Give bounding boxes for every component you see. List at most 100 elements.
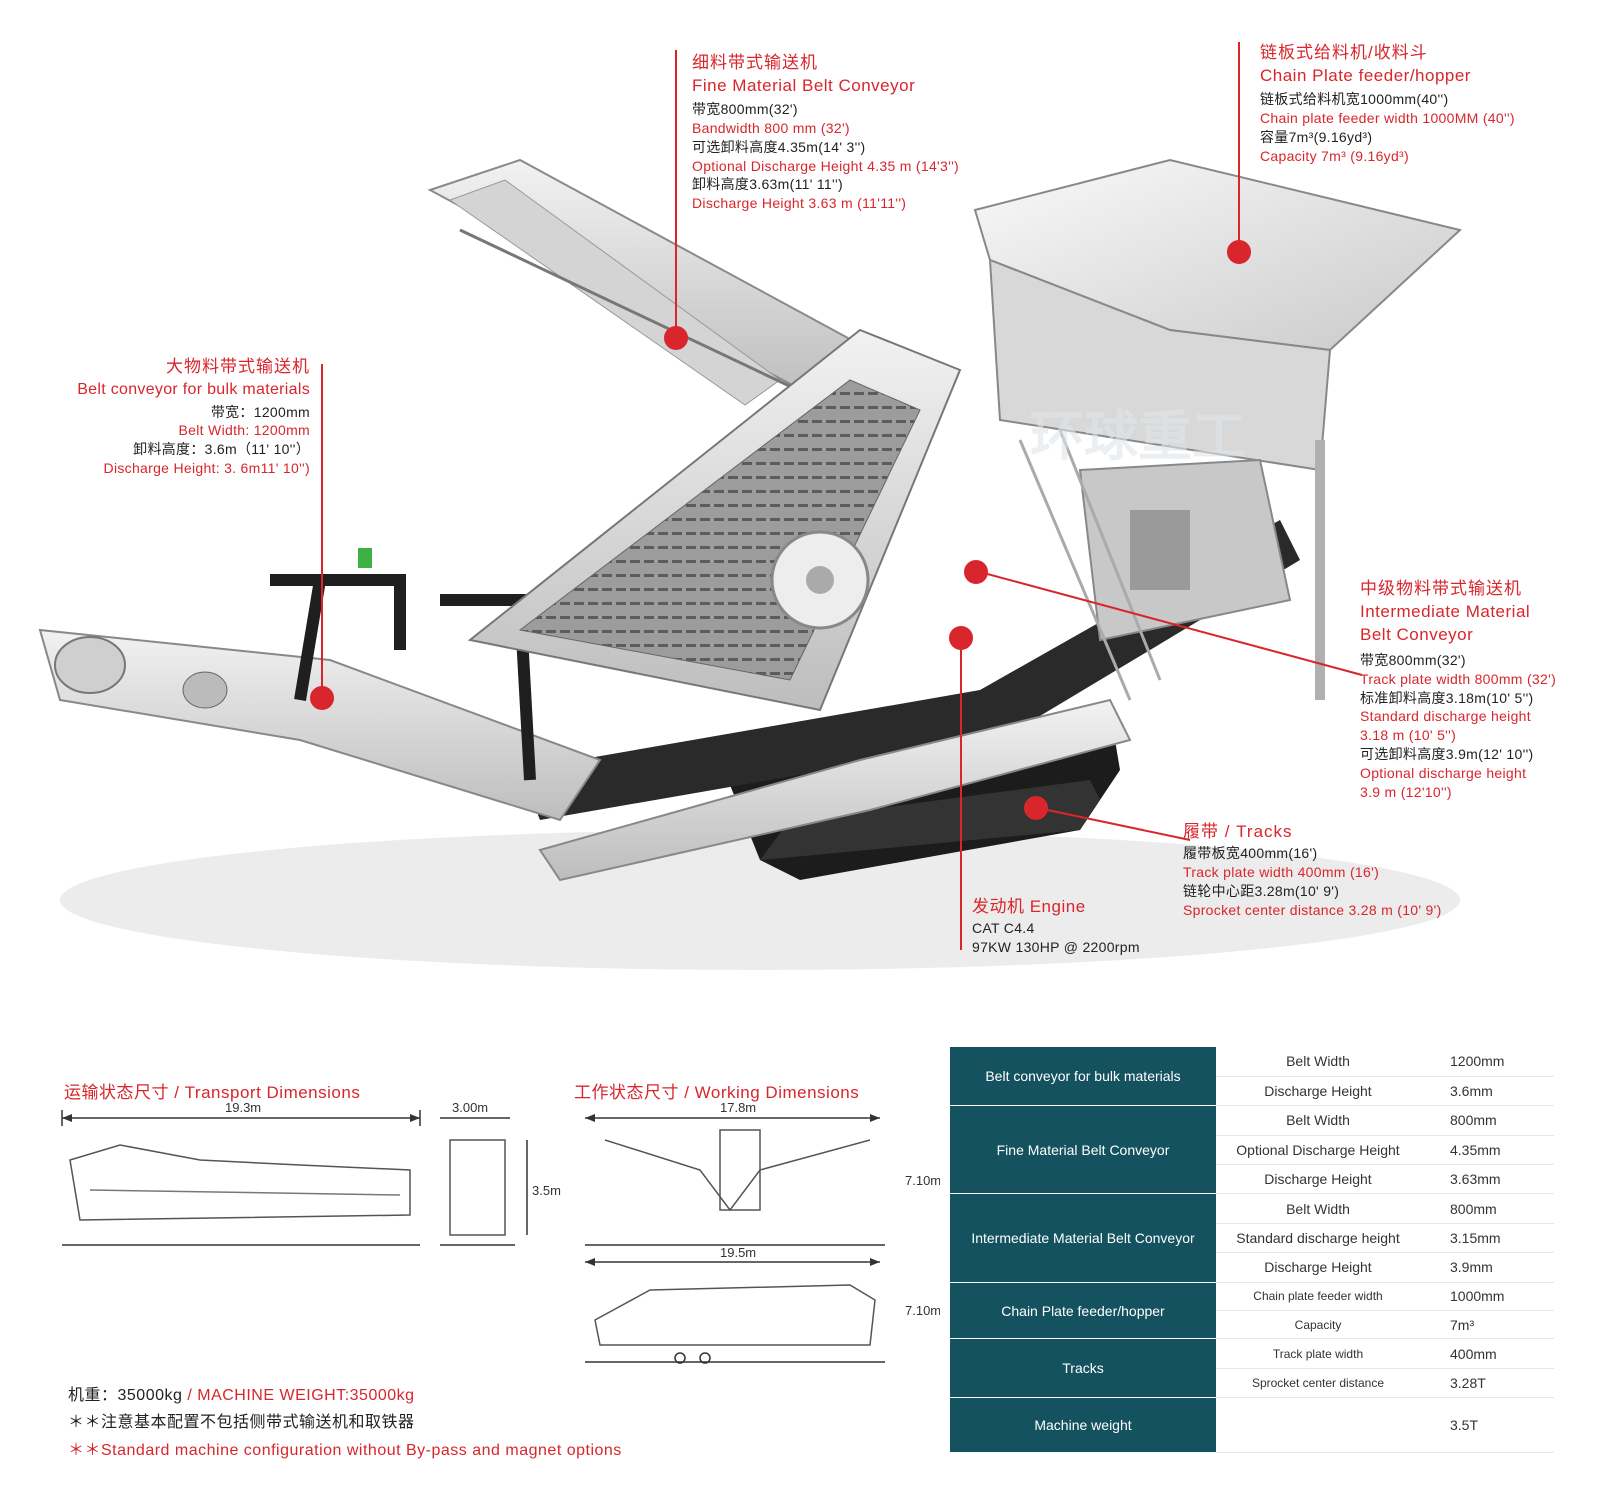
transport-length-label: 19.3m bbox=[225, 1100, 261, 1115]
transport-width-label: 3.00m bbox=[452, 1100, 488, 1115]
callout-engine: 发动机 Engine CAT C4.4 97KW 130HP @ 2200rpm bbox=[972, 896, 1140, 957]
callout-intermediate-conveyor: 中级物料带式输送机 Intermediate Material Belt Con… bbox=[1360, 578, 1556, 802]
spec-line: 可选卸料高度4.35m(14' 3'') bbox=[692, 138, 866, 155]
transport-dimensions-title: 运输状态尺寸 / Transport Dimensions bbox=[64, 1083, 361, 1102]
spec-line: 3.9 m (12'10'') bbox=[1360, 784, 1452, 801]
callout-bulk-conveyor: 大物料带式输送机 Belt conveyor for bulk material… bbox=[30, 356, 310, 478]
spec-line: Chain plate feeder width 1000MM (40'') bbox=[1260, 109, 1515, 126]
table-row: Tracks Track plate width 400mm bbox=[950, 1338, 1554, 1399]
table-row: Intermediate Material Belt Conveyor Belt… bbox=[950, 1193, 1554, 1283]
table-row: Chain Plate feeder/hopper Chain plate fe… bbox=[950, 1282, 1554, 1340]
config-note-cn: ＊＊注意基本配置不包括侧带式输送机和取铁器 bbox=[68, 1414, 415, 1431]
transport-height-label: 3.5m bbox=[532, 1183, 561, 1198]
callout-inter-cn: 中级物料带式输送机 bbox=[1360, 579, 1522, 598]
table-row: Discharge Height 3.6mm bbox=[950, 1076, 1554, 1107]
weight-en: / MACHINE WEIGHT:35000kg bbox=[187, 1387, 415, 1404]
table-value: 400mm bbox=[1420, 1338, 1554, 1369]
callout-leaders bbox=[310, 42, 1363, 950]
intermediate-conveyor bbox=[538, 698, 1132, 882]
spec-line: 履带板宽400mm(16') bbox=[1183, 844, 1318, 861]
table-value: 800mm bbox=[1420, 1105, 1554, 1136]
table-row: Optional Discharge Height 4.35mm bbox=[950, 1135, 1554, 1166]
spec-line: Capacity 7m³ (9.16yd³) bbox=[1260, 147, 1409, 164]
table-group-intermediate: Intermediate Material Belt Conveyor bbox=[950, 1193, 1216, 1283]
access-stairs bbox=[1018, 429, 1162, 701]
weight-cn: 机重：35000kg bbox=[68, 1387, 183, 1404]
chassis-frame bbox=[520, 520, 1300, 820]
spec-line: 标准卸料高度3.18m(10' 5'') bbox=[1360, 689, 1534, 706]
table-row: Machine weight 3.5T bbox=[950, 1397, 1554, 1453]
spec-line: 带宽800mm(32') bbox=[692, 100, 798, 117]
spec-line: Standard discharge height bbox=[1360, 708, 1531, 725]
callout-fine-cn: 细料带式输送机 bbox=[692, 53, 818, 72]
table-value: 3.9mm bbox=[1420, 1252, 1554, 1283]
working-length-label: 19.5m bbox=[720, 1245, 756, 1260]
ground-shadow bbox=[60, 830, 1460, 970]
hopper bbox=[973, 158, 1463, 700]
table-row: Sprocket center distance 3.28T bbox=[950, 1368, 1554, 1399]
table-param: Capacity bbox=[1216, 1310, 1420, 1340]
machine-illustration: 环球重工 bbox=[38, 42, 1463, 970]
table-group-fine: Fine Material Belt Conveyor bbox=[950, 1105, 1216, 1195]
table-group-weight: Machine weight bbox=[950, 1397, 1216, 1453]
working-span-label: 17.8m bbox=[720, 1100, 756, 1115]
spec-line: 带宽：1200mm bbox=[210, 403, 310, 420]
table-value: 3.63mm bbox=[1420, 1164, 1554, 1195]
table-group-bulk: Belt conveyor for bulk materials bbox=[950, 1047, 1216, 1107]
table-param: Belt Width bbox=[1216, 1105, 1420, 1136]
spec-line: 容量7m³(9.16yd³) bbox=[1260, 128, 1373, 145]
table-group-tracks: Tracks bbox=[950, 1338, 1216, 1399]
table-param: Standard discharge height bbox=[1216, 1223, 1420, 1254]
callout-chain-feeder: 链板式给料机/收料斗 Chain Plate feeder/hopper 链板式… bbox=[1260, 42, 1515, 165]
callout-inter-en2: Belt Conveyor bbox=[1360, 624, 1474, 644]
bulk-conveyor bbox=[38, 628, 602, 822]
table-param: Discharge Height bbox=[1216, 1252, 1420, 1283]
table-value: 3.5T bbox=[1420, 1397, 1554, 1453]
table-value: 3.28T bbox=[1420, 1368, 1554, 1399]
dimension-drawings: 19.3m 3.00m 3.5m 17.8m 7.10m 19.5m 7.10m bbox=[61, 1100, 940, 1364]
table-row: Fine Material Belt Conveyor Belt Width 8… bbox=[950, 1105, 1554, 1195]
callout-bulk-cn: 大物料带式输送机 bbox=[166, 357, 310, 376]
table-param: Sprocket center distance bbox=[1216, 1368, 1420, 1399]
table-row: Discharge Height 3.63mm bbox=[950, 1164, 1554, 1195]
callout-engine-title: 发动机 Engine bbox=[972, 897, 1086, 916]
spec-line: CAT C4.4 bbox=[972, 919, 1035, 936]
machine-weight-note: 机重：35000kg / MACHINE WEIGHT:35000kg bbox=[68, 1381, 415, 1405]
table-param: Belt Width bbox=[1216, 1193, 1420, 1224]
table-param bbox=[1216, 1397, 1420, 1453]
spec-line: Track plate width 800mm (32') bbox=[1360, 670, 1557, 687]
table-param: Belt Width bbox=[1216, 1047, 1420, 1077]
spec-line: 可选卸料高度3.9m(12' 10'') bbox=[1360, 746, 1534, 763]
table-row: Capacity 7m³ bbox=[950, 1310, 1554, 1340]
table-param: Discharge Height bbox=[1216, 1164, 1420, 1195]
engine-housing bbox=[1078, 458, 1292, 642]
callout-chain-en: Chain Plate feeder/hopper bbox=[1260, 65, 1471, 85]
watermark: 环球重工 bbox=[1030, 405, 1246, 468]
spec-line: Optional Discharge Height 4.35 m (14'3''… bbox=[692, 157, 959, 174]
table-param: Chain plate feeder width bbox=[1216, 1282, 1420, 1312]
working-height-label-2: 7.10m bbox=[905, 1303, 940, 1318]
beacon-light bbox=[358, 548, 372, 568]
spec-line: Belt Width: 1200mm bbox=[178, 422, 310, 439]
spec-line: 97KW 130HP @ 2200rpm bbox=[972, 938, 1140, 955]
callout-fine-en: Fine Material Belt Conveyor bbox=[692, 75, 916, 95]
table-group-chain: Chain Plate feeder/hopper bbox=[950, 1282, 1216, 1340]
callout-bulk-en: Belt conveyor for bulk materials bbox=[77, 380, 310, 398]
spec-line: Discharge Height: 3. 6m11' 10'') bbox=[103, 460, 310, 477]
table-param: Track plate width bbox=[1216, 1338, 1420, 1369]
spec-line: 带宽800mm(32') bbox=[1360, 651, 1466, 668]
config-note-en: ＊＊Standard machine configuration without… bbox=[68, 1442, 622, 1459]
spec-line: 链轮中心距3.28m(10' 9') bbox=[1183, 882, 1340, 899]
working-height-label-1: 7.10m bbox=[905, 1173, 940, 1188]
spec-line: 3.18 m (10' 5'') bbox=[1360, 727, 1457, 744]
table-param: Optional Discharge Height bbox=[1216, 1135, 1420, 1166]
spec-line: 卸料高度3.63m(11' 11'') bbox=[692, 176, 843, 193]
table-value: 3.6mm bbox=[1420, 1076, 1554, 1107]
spec-line: Track plate width 400mm (16') bbox=[1183, 863, 1380, 880]
spec-line: Sprocket center distance 3.28 m (10' 9') bbox=[1183, 901, 1442, 918]
vibrating-screen bbox=[467, 328, 962, 712]
spec-line: Optional discharge height bbox=[1360, 765, 1527, 782]
table-row: Standard discharge height 3.15mm bbox=[950, 1223, 1554, 1254]
table-value: 1200mm bbox=[1420, 1047, 1554, 1077]
callout-inter-en1: Intermediate Material bbox=[1360, 601, 1531, 621]
